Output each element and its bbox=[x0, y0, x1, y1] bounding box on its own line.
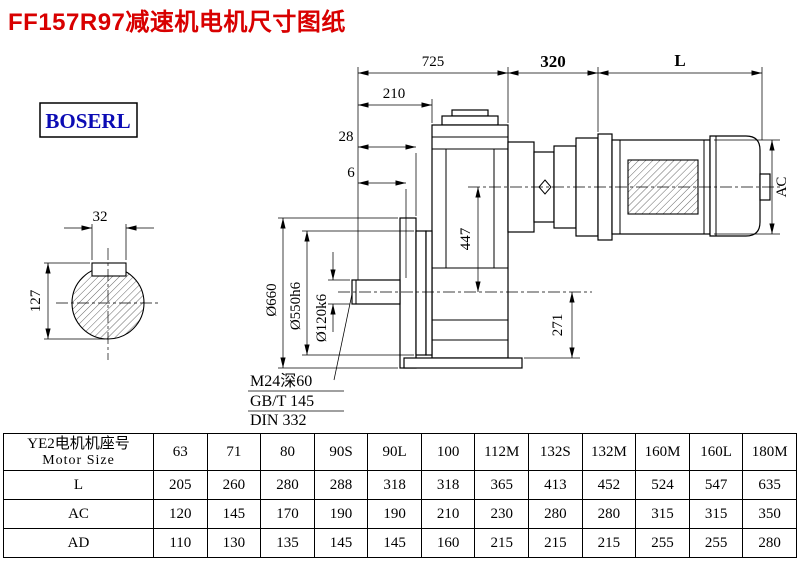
dim-127: 127 bbox=[28, 289, 44, 312]
dimension-value: 288 bbox=[313, 470, 369, 500]
dimension-value: 524 bbox=[635, 470, 690, 500]
dimension-value: 215 bbox=[474, 528, 530, 558]
row-label: AD bbox=[3, 528, 154, 558]
dim-447: 447 bbox=[458, 227, 474, 250]
dim-725: 725 bbox=[422, 54, 445, 70]
dimension-value: 190 bbox=[367, 499, 422, 529]
dimension-value: 280 bbox=[742, 528, 797, 558]
dimension-value: 145 bbox=[206, 499, 262, 529]
dimension-value: 215 bbox=[581, 528, 637, 558]
dimension-value: 215 bbox=[528, 528, 583, 558]
frame-size-column: 100 bbox=[420, 433, 476, 471]
row-label: L bbox=[3, 470, 154, 500]
dimensions: 725 320 L 210 28 6 447 271 bbox=[264, 51, 790, 369]
brand-logo: BOSERL bbox=[39, 102, 138, 138]
dim-320: 320 bbox=[540, 52, 566, 71]
frame-size-column: 63 bbox=[153, 433, 208, 471]
dimension-value: 170 bbox=[260, 499, 315, 529]
housing-cap bbox=[441, 115, 499, 126]
dim-L: L bbox=[674, 51, 685, 70]
dimension-value: 120 bbox=[153, 499, 208, 529]
note-leader bbox=[333, 293, 353, 381]
dim-AC: AC bbox=[774, 177, 790, 198]
shaft-end-view: 32 127 bbox=[28, 209, 160, 360]
dimension-value: 315 bbox=[635, 499, 690, 529]
technical-drawing: BOSERL 32 127 bbox=[28, 51, 790, 429]
dia-550h6: Ø550h6 bbox=[288, 281, 304, 330]
frame-size-column: 90L bbox=[367, 433, 422, 471]
dia-660: Ø660 bbox=[264, 283, 280, 316]
dimension-value: 280 bbox=[581, 499, 637, 529]
std-note-din: DIN 332 bbox=[250, 412, 306, 429]
dimension-value: 315 bbox=[688, 499, 744, 529]
motor-size-header-cn: YE2电机机座号 bbox=[27, 436, 130, 452]
page-title: FF157R97减速机电机尺寸图纸 bbox=[8, 9, 346, 36]
dimension-value: 280 bbox=[528, 499, 583, 529]
logo-text: BOSERL bbox=[45, 109, 130, 133]
dimension-value: 230 bbox=[474, 499, 530, 529]
frame-size-column: 132M bbox=[581, 433, 637, 471]
flange-pilot bbox=[415, 230, 427, 356]
frame-size-column: 71 bbox=[206, 433, 262, 471]
dimension-value: 130 bbox=[206, 528, 262, 558]
dimension-value: 452 bbox=[581, 470, 637, 500]
dim-210: 210 bbox=[383, 86, 406, 102]
dim-32: 32 bbox=[93, 209, 108, 225]
housing-foot bbox=[403, 357, 523, 369]
dimension-value: 135 bbox=[260, 528, 315, 558]
dimension-value: 260 bbox=[206, 470, 262, 500]
frame-size-column: 90S bbox=[313, 433, 369, 471]
dimension-value: 318 bbox=[367, 470, 422, 500]
dimension-value: 145 bbox=[313, 528, 369, 558]
frame-size-column: 80 bbox=[260, 433, 315, 471]
keyway bbox=[91, 262, 127, 277]
frame-size-column: 132S bbox=[528, 433, 583, 471]
dimension-value: 365 bbox=[474, 470, 530, 500]
dim-28: 28 bbox=[339, 129, 354, 145]
dimension-value: 190 bbox=[313, 499, 369, 529]
gearbox-main-view bbox=[338, 109, 780, 369]
dimension-value: 205 bbox=[153, 470, 208, 500]
flange-web bbox=[425, 230, 433, 356]
output-flange bbox=[399, 217, 417, 369]
dimension-value: 280 bbox=[260, 470, 315, 500]
row-label: AC bbox=[3, 499, 154, 529]
dimension-value: 145 bbox=[367, 528, 422, 558]
dimension-value: 547 bbox=[688, 470, 744, 500]
logo-box bbox=[39, 102, 138, 138]
dimension-value: 635 bbox=[742, 470, 797, 500]
frame-size-column: 180M bbox=[742, 433, 797, 471]
thread-notes: M24深60 GB/T 145 DIN 332 bbox=[248, 293, 353, 429]
dimension-value: 255 bbox=[688, 528, 744, 558]
dimension-value: 413 bbox=[528, 470, 583, 500]
dimension-value: 318 bbox=[420, 470, 476, 500]
dim-6: 6 bbox=[347, 165, 355, 181]
dimension-value: 110 bbox=[153, 528, 208, 558]
fan-cowl bbox=[709, 135, 761, 237]
dia-120k6: Ø120k6 bbox=[314, 293, 330, 342]
frame-size-column: 160M bbox=[635, 433, 690, 471]
frame-size-column: 112M bbox=[474, 433, 530, 471]
motor-size-header-en: Motor Size bbox=[42, 453, 115, 468]
dimension-value: 210 bbox=[420, 499, 476, 529]
dimension-value: 255 bbox=[635, 528, 690, 558]
frame-size-column: 160L bbox=[688, 433, 744, 471]
std-note-gbt: GB/T 145 bbox=[250, 393, 314, 410]
thread-note: M24深60 bbox=[250, 372, 312, 390]
dim-271: 271 bbox=[550, 314, 566, 337]
housing-cap-small bbox=[451, 109, 489, 117]
dimension-value: 160 bbox=[420, 528, 476, 558]
dimension-value: 350 bbox=[742, 499, 797, 529]
center-mark bbox=[538, 179, 552, 195]
